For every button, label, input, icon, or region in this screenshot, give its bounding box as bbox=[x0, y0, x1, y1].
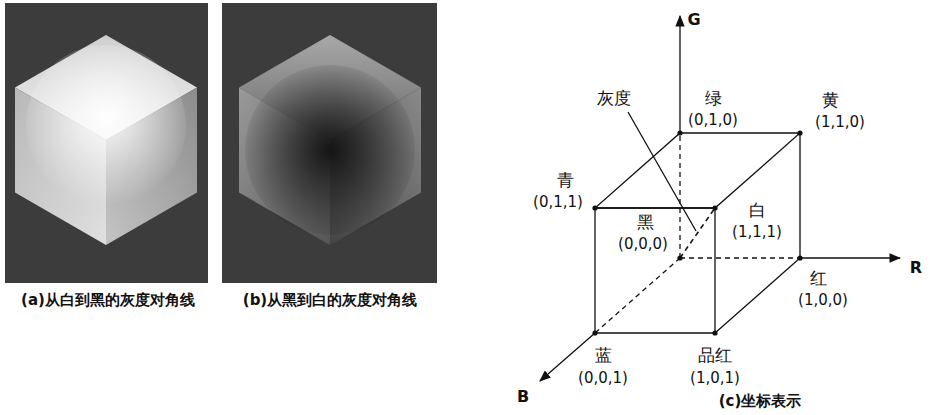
caption: (a)从白到黑的灰度对角线 bbox=[21, 292, 195, 309]
axis-letter: R bbox=[910, 259, 922, 277]
hidden-edges bbox=[595, 133, 800, 333]
color-name: 蓝 bbox=[594, 346, 613, 365]
vertex-dots bbox=[592, 130, 802, 335]
color-name: 白 bbox=[748, 201, 767, 220]
coordinate: (1,0,1) bbox=[689, 370, 741, 387]
r-axis bbox=[800, 257, 900, 258]
gray-label: 灰度 bbox=[596, 89, 632, 108]
coordinate: (1,1,0) bbox=[814, 114, 866, 131]
coordinate: (0,1,1) bbox=[532, 194, 584, 211]
coordinate: (0,0,0) bbox=[617, 236, 669, 253]
axis-letter: G bbox=[687, 11, 700, 29]
coordinate: (0,0,1) bbox=[577, 370, 629, 387]
color-name: 黑 bbox=[636, 213, 655, 232]
caption: (c)坐标表示 bbox=[719, 393, 802, 410]
color-name: 红 bbox=[809, 269, 828, 288]
cube-render-a bbox=[5, 3, 208, 283]
axis-letter: B bbox=[517, 388, 529, 406]
color-name: 品红 bbox=[697, 346, 733, 365]
cube-edges bbox=[595, 133, 800, 333]
color-name: 黄 bbox=[821, 91, 840, 110]
coordinate: (1,0,0) bbox=[797, 292, 849, 309]
g-axis bbox=[679, 16, 680, 133]
cube-render-b bbox=[222, 3, 437, 283]
coordinate: (1,1,1) bbox=[731, 224, 783, 241]
color-name: 绿 bbox=[704, 89, 723, 108]
leader-line bbox=[628, 112, 696, 231]
coordinate: (0,1,0) bbox=[687, 112, 739, 129]
caption: (b)从黑到白的灰度对角线 bbox=[243, 292, 417, 309]
color-name: 青 bbox=[556, 171, 575, 190]
rgb-cube bbox=[540, 16, 900, 381]
gray-diagonal bbox=[680, 208, 715, 258]
